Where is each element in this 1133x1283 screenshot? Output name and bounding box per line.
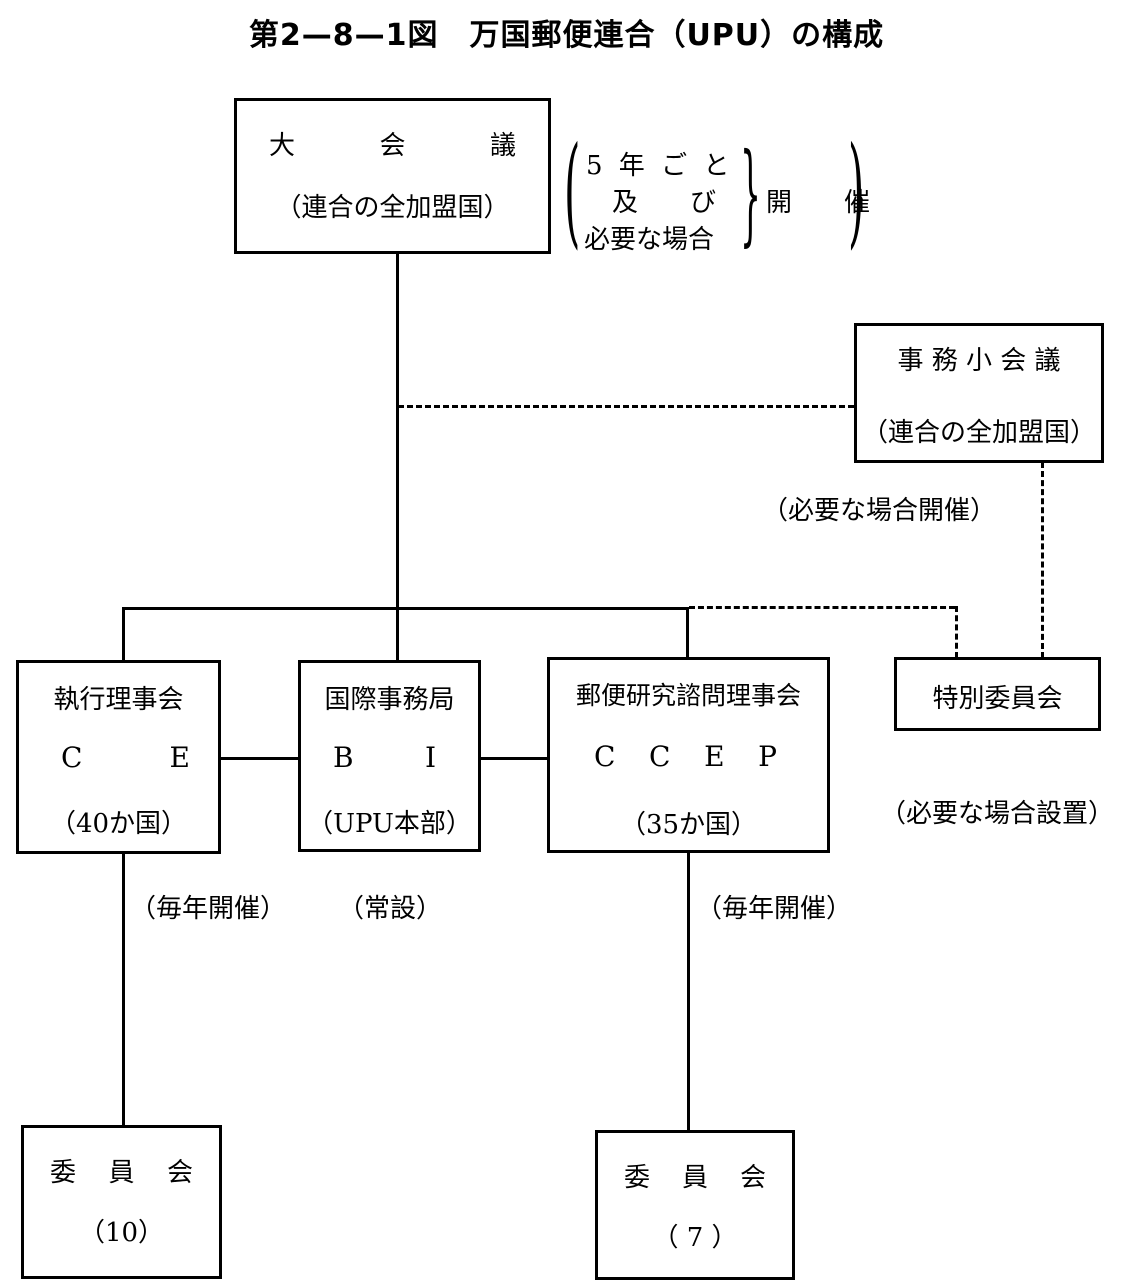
congress-name: 大 会 議 xyxy=(237,125,548,162)
abbr-char: C xyxy=(61,741,83,774)
schedule-line-2: 及 び xyxy=(612,188,717,218)
edge-ce-bi xyxy=(218,757,301,760)
abbr-char: E xyxy=(704,740,725,773)
committee-char: 会 xyxy=(166,1158,193,1188)
node-postal-studies-council[interactable]: 郵便研究諮問理事会 C C E P （35か国） xyxy=(547,657,830,853)
congress-name-char: 会 xyxy=(379,131,406,161)
abbr-char: I xyxy=(424,741,436,774)
committee-char: 員 xyxy=(681,1163,708,1193)
abbr-char: C xyxy=(594,740,616,773)
node-committee-ce[interactable]: 委 員 会 （10） xyxy=(21,1125,222,1279)
congress-name-char: 議 xyxy=(489,131,516,161)
committee-char: 会 xyxy=(739,1163,766,1193)
special-committee-name: 特別委員会 xyxy=(932,684,1063,714)
committee-ccep-count: （ 7 ） xyxy=(652,1223,738,1253)
edge-ce-committee xyxy=(122,852,125,1127)
executive-council-note: （毎年開催） xyxy=(130,894,287,924)
schedule-line-3: 必要な場合 xyxy=(584,225,715,255)
schedule-suffix: 開 催 xyxy=(766,188,871,218)
edge-bi-ccep xyxy=(479,757,550,760)
node-extraordinary-congress[interactable]: 事 務 小 会 議 （連合の全加盟国） xyxy=(854,323,1104,463)
schedule-close-paren: ) xyxy=(848,122,865,261)
node-committee-ccep[interactable]: 委 員 会 （ 7 ） xyxy=(595,1130,795,1280)
abbr-char: C xyxy=(649,740,671,773)
international-bureau-abbr: B I xyxy=(301,741,478,774)
executive-council-abbr: C E xyxy=(19,741,218,774)
committee-char: 員 xyxy=(108,1158,135,1188)
abbr-char: E xyxy=(169,741,190,774)
edge-ccep-committee xyxy=(687,850,690,1132)
edge-extraordinary-special xyxy=(1041,462,1044,658)
committee-ce-name: 委 員 会 xyxy=(24,1152,219,1189)
extraordinary-members: （連合の全加盟国） xyxy=(861,418,1096,448)
extraordinary-note: （必要な場合開催） xyxy=(762,496,997,526)
international-bureau-name: 国際事務局 xyxy=(324,685,455,715)
postal-studies-council-note: （毎年開催） xyxy=(696,894,853,924)
node-special-committee[interactable]: 特別委員会 xyxy=(894,657,1101,731)
edge-bus-to-ce xyxy=(122,607,125,661)
international-bureau-note: （常設） xyxy=(338,894,443,924)
edge-congress-extraordinary xyxy=(398,405,854,408)
edge-bus-special-down xyxy=(955,606,958,658)
abbr-char: B xyxy=(333,741,354,774)
congress-members: （連合の全加盟国） xyxy=(275,193,510,223)
committee-ce-count: （10） xyxy=(78,1218,165,1248)
extraordinary-name: 事 務 小 会 議 xyxy=(897,346,1061,376)
committee-char: 委 xyxy=(50,1158,77,1188)
postal-studies-council-members: （35か国） xyxy=(619,810,758,840)
edge-bus xyxy=(122,607,689,610)
node-executive-council[interactable]: 執行理事会 C E （40か国） xyxy=(16,660,221,854)
schedule-brace: } xyxy=(740,129,761,257)
node-congress[interactable]: 大 会 議 （連合の全加盟国） xyxy=(234,98,551,254)
executive-council-members: （40か国） xyxy=(49,809,188,839)
postal-studies-council-name: 郵便研究諮問理事会 xyxy=(575,681,801,710)
edge-congress-trunk xyxy=(396,252,399,660)
international-bureau-members: （UPU本部） xyxy=(307,809,472,839)
edge-bus-to-ccep xyxy=(686,607,689,660)
abbr-char: P xyxy=(758,740,777,773)
congress-name-char: 大 xyxy=(269,131,296,161)
schedule-open-paren: ( xyxy=(564,122,581,261)
committee-char: 委 xyxy=(624,1163,651,1193)
postal-studies-council-abbr: C C E P xyxy=(550,740,827,773)
schedule-line-1: 5 年 ご と xyxy=(586,151,734,181)
executive-council-name: 執行理事会 xyxy=(53,685,184,715)
committee-ccep-name: 委 員 会 xyxy=(598,1157,792,1194)
edge-bus-special xyxy=(689,606,955,609)
node-international-bureau[interactable]: 国際事務局 B I （UPU本部） xyxy=(298,660,481,852)
special-committee-note: （必要な場合設置） xyxy=(880,799,1115,829)
diagram-title: 第2—8—1図 万国郵便連合（UPU）の構成 xyxy=(248,18,885,53)
